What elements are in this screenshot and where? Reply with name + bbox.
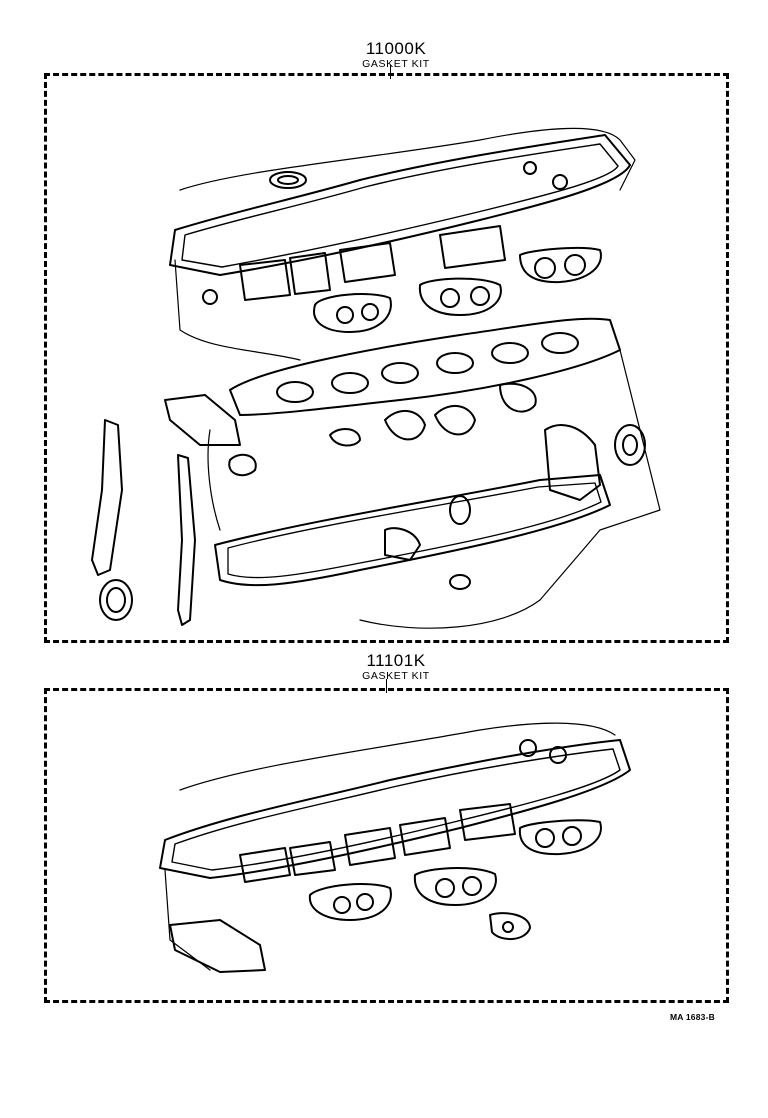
figure-code: MA 1683-B — [670, 1012, 715, 1022]
kit-frame-11101k — [44, 688, 729, 1003]
kit-callout-11101k: 11101K GASKET KIT — [296, 652, 496, 682]
kit-frame-11000k — [44, 73, 729, 643]
kit-name-label: GASKET KIT — [362, 58, 430, 70]
part-number-label: 11101K — [366, 651, 426, 670]
part-number-label: 11000K — [365, 39, 427, 58]
kit-callout-11000k: 11000K GASKET KIT — [296, 40, 496, 70]
kit-name-label: GASKET KIT — [362, 670, 430, 682]
callout-leader — [386, 679, 387, 693]
engine-full-gasket-set-illustration — [91, 127, 661, 629]
cylinder-head-gasket-set-illustration — [159, 722, 631, 973]
callout-leader — [390, 65, 391, 79]
